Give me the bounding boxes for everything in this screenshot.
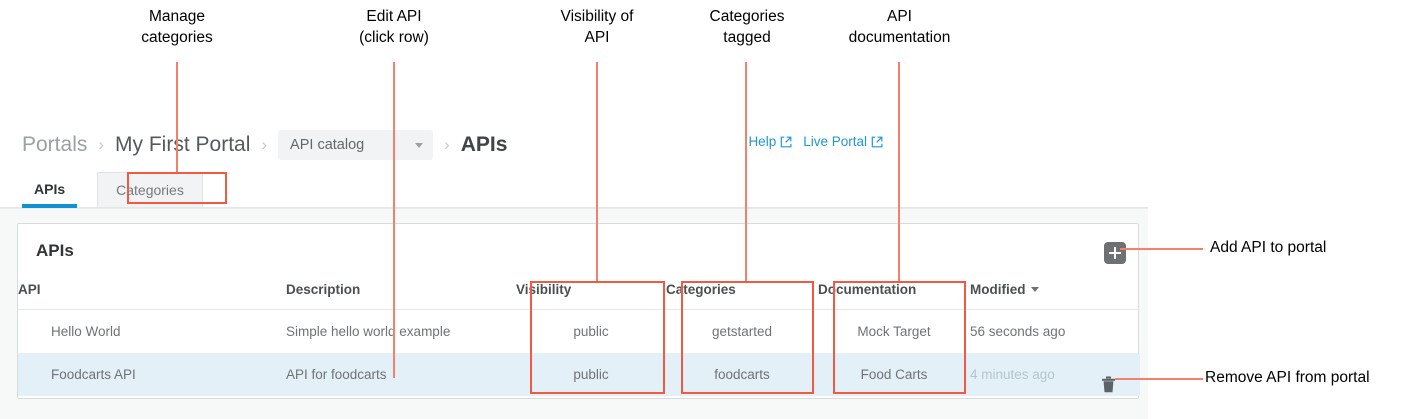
apis-table: API Description Visibility Categories Do… (18, 282, 1140, 396)
external-link-icon (780, 136, 792, 148)
breadcrumb-item-my-first-portal[interactable]: My First Portal (115, 133, 251, 156)
annotation-label-visibility-of-api: Visibility of API (527, 6, 667, 48)
annotation-line-1: Manage (148, 8, 205, 25)
annotation-line-2: categories (141, 29, 213, 46)
help-link-label: Help (748, 134, 777, 149)
breadcrumb-separator: › (444, 135, 450, 154)
annotation-line-2: documentation (848, 29, 951, 46)
cell-description: Simple hello world example (286, 323, 451, 339)
plus-icon (1113, 247, 1117, 259)
table-row[interactable]: Foodcarts API API for foodcarts public f… (18, 352, 1140, 396)
apis-card: APIs API Description Visibility Categori… (17, 223, 1140, 399)
column-header-modified[interactable]: Modified (970, 282, 1140, 310)
content-area: APIs API Description Visibility Categori… (0, 208, 1148, 419)
live-portal-link-label: Live Portal (803, 134, 867, 149)
annotation-leader-documentation (898, 62, 900, 282)
annotation-line-1: Visibility of (560, 8, 634, 25)
column-header-documentation[interactable]: Documentation (818, 282, 970, 310)
tab-apis[interactable]: APIs (22, 181, 78, 208)
annotation-leader-categories (745, 62, 747, 282)
annotation-leader-remove-api (1115, 378, 1203, 380)
cell-categories: getstarted (711, 323, 773, 339)
column-header-categories[interactable]: Categories (666, 282, 818, 310)
column-header-modified-label: Modified (970, 282, 1026, 297)
remove-api-button[interactable] (1101, 376, 1116, 393)
cell-visibility: public (516, 352, 666, 396)
add-api-button[interactable] (1104, 242, 1126, 264)
column-header-description[interactable]: Description (286, 282, 516, 310)
annotation-label-edit-api: Edit API (click row) (324, 6, 464, 48)
breadcrumb-item-portals[interactable]: Portals (22, 133, 88, 156)
breadcrumb-separator: › (261, 135, 268, 154)
tab-categories-label: Categories (116, 182, 184, 198)
annotation-line-1: Categories (709, 8, 785, 25)
cell-categories: foodcarts (666, 352, 818, 396)
header-links: Help Live Portal (748, 134, 883, 149)
annotation-label-add-api-to-portal: Add API to portal (1210, 239, 1327, 256)
annotation-label-remove-api-from-portal: Remove API from portal (1205, 369, 1370, 386)
cell-documentation: Mock Target (857, 323, 931, 339)
annotation-line-2: tagged (723, 29, 771, 46)
caret-down-icon (1030, 287, 1039, 292)
card-title: APIs (36, 241, 74, 260)
trash-icon (1102, 376, 1115, 393)
annotation-label-manage-categories: Manage categories (107, 6, 247, 48)
api-catalog-select[interactable]: API catalog (278, 130, 434, 160)
external-link-icon (871, 136, 883, 148)
live-portal-link[interactable]: Live Portal (803, 134, 883, 149)
annotation-label-api-documentation: API documentation (828, 6, 971, 48)
annotation-leader-add-api (1120, 248, 1203, 250)
tab-apis-label: APIs (34, 181, 66, 197)
annotation-line-1: Edit API (366, 8, 422, 25)
chevron-down-icon (415, 142, 424, 148)
cell-api: Foodcarts API (18, 352, 286, 396)
annotation-line-1: API (887, 8, 912, 25)
help-link[interactable]: Help (748, 134, 792, 149)
table-row[interactable]: Hello World Simple hello world example p… (18, 310, 1140, 353)
tab-categories[interactable]: Categories (97, 172, 203, 207)
annotation-leader-visibility (596, 62, 598, 282)
cell-visibility: public (573, 323, 609, 339)
cell-documentation: Food Carts (818, 352, 970, 396)
cell-api: Hello World (51, 323, 121, 339)
cell-description: API for foodcarts (286, 352, 516, 396)
annotation-leader-manage-categories (176, 62, 178, 174)
column-header-visibility[interactable]: Visibility (516, 282, 666, 310)
breadcrumb-separator: › (98, 135, 105, 154)
annotation-line-2: API (584, 29, 610, 46)
breadcrumb: Portals › My First Portal › API catalog … (22, 128, 507, 162)
table-header: API Description Visibility Categories Do… (18, 282, 1140, 310)
table-header-row: API Description Visibility Categories Do… (18, 282, 1140, 310)
tab-bar: APIs Categories (0, 172, 1148, 208)
annotation-leader-edit-api (393, 62, 395, 378)
annotation-label-categories-tagged: Categories tagged (677, 6, 817, 48)
breadcrumb-current-apis: APIs (460, 133, 508, 156)
cell-modified: 56 seconds ago (970, 323, 1066, 339)
api-catalog-select-value: API catalog (290, 137, 365, 153)
portal-page: Portals › My First Portal › API catalog … (0, 110, 1148, 419)
annotation-line-2: (click row) (359, 29, 429, 46)
table-body: Hello World Simple hello world example p… (18, 310, 1140, 396)
column-header-api[interactable]: API (18, 282, 286, 310)
